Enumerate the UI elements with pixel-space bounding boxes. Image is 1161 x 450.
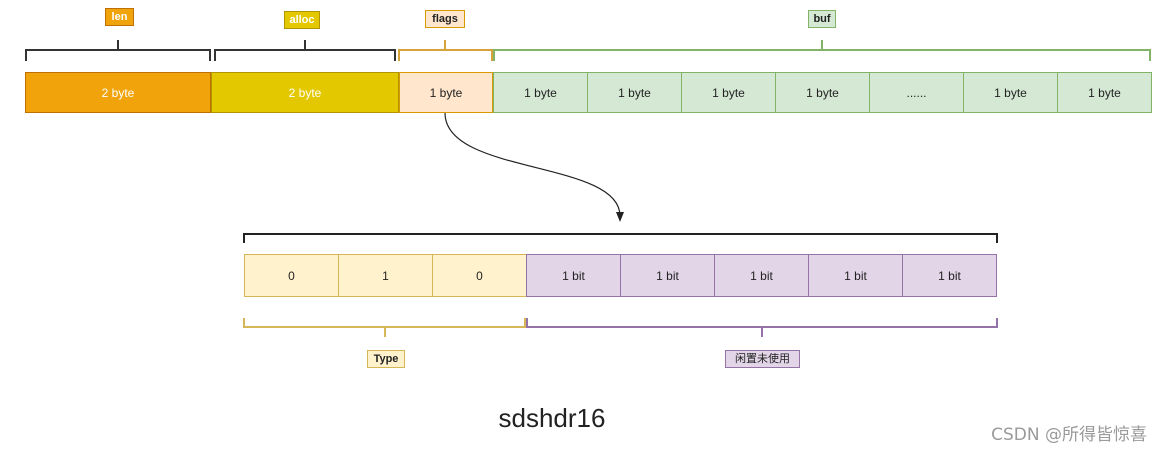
buf-cell: 1 byte (963, 72, 1058, 113)
alloc-label: alloc (284, 11, 320, 29)
diagram-title: sdshdr16 (498, 403, 606, 433)
type-bit-cell: 0 (244, 254, 339, 297)
unused-bracket (526, 318, 998, 337)
type-bit-cell: 0 (432, 254, 527, 297)
flags-bracket (398, 40, 493, 61)
len-bracket (25, 40, 211, 61)
alloc-bracket (214, 40, 396, 61)
type-bit-cell: 1 (338, 254, 433, 297)
unused-bit-cell: 1 bit (808, 254, 903, 297)
buf-cell: 1 byte (493, 72, 588, 113)
buf-ellipsis-cell: ...... (869, 72, 964, 113)
unused-bit-cell: 1 bit (526, 254, 621, 297)
arrow-head (616, 212, 624, 222)
flags-connector-arrow (444, 112, 621, 217)
alloc-cell: 2 byte (211, 72, 399, 113)
len-label: len (105, 8, 134, 26)
watermark: CSDN @所得皆惊喜 (991, 425, 1147, 445)
flags-label: flags (425, 10, 465, 28)
unused-bit-cell: 1 bit (902, 254, 997, 297)
buf-bracket (493, 40, 1151, 61)
flags-cell: 1 byte (399, 72, 493, 113)
flags-detail-bracket (243, 233, 998, 243)
type-bracket (243, 318, 526, 337)
buf-label: buf (808, 10, 836, 28)
type-label: Type (367, 350, 405, 368)
len-cell: 2 byte (25, 72, 211, 113)
unused-label: 闲置未使用 (725, 350, 800, 368)
unused-bit-cell: 1 bit (714, 254, 809, 297)
buf-cell: 1 byte (1057, 72, 1152, 113)
unused-bit-cell: 1 bit (620, 254, 715, 297)
buf-cell: 1 byte (681, 72, 776, 113)
buf-cell: 1 byte (775, 72, 870, 113)
buf-cell: 1 byte (587, 72, 682, 113)
